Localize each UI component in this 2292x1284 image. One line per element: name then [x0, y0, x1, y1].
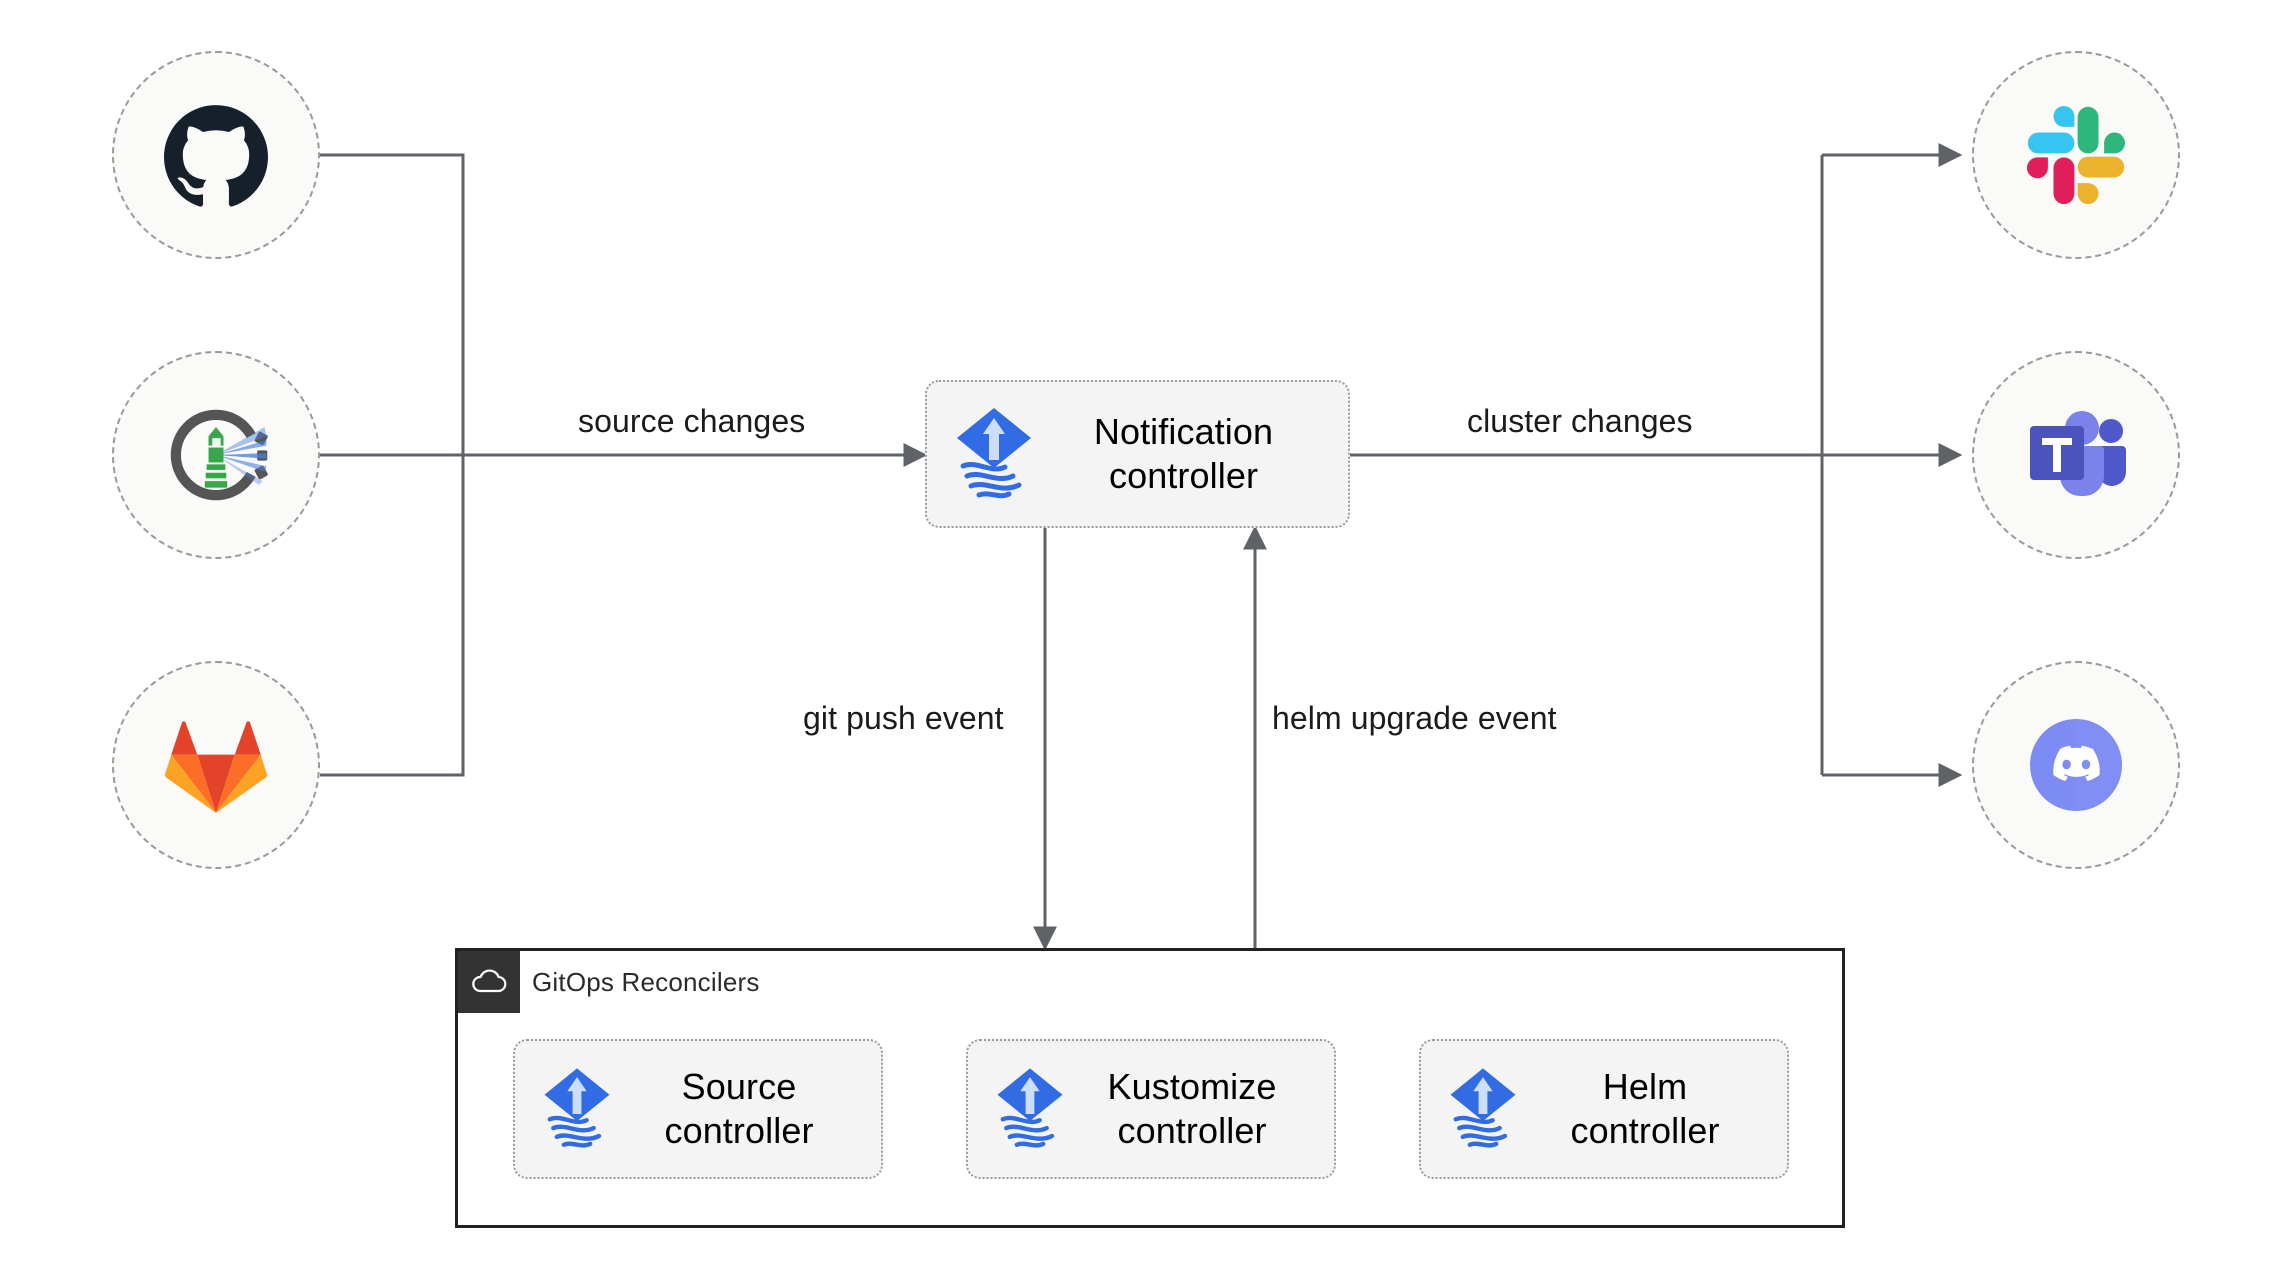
edge-label-source-changes: source changes	[578, 403, 806, 439]
edge-label-helm-upgrade-event: helm upgrade event	[1272, 700, 1557, 736]
edge-label-git-push-event: git push event	[803, 700, 1004, 736]
source-controller-label: Source controller	[664, 1066, 814, 1151]
source-node-github[interactable]	[112, 51, 320, 259]
destination-node-teams[interactable]	[1972, 351, 2180, 559]
flux-icon	[994, 1064, 1066, 1155]
flux-icon	[953, 404, 1035, 505]
notification-controller-node[interactable]: Notification controller	[925, 380, 1350, 528]
source-controller-node[interactable]: Source controller	[513, 1039, 883, 1179]
slack-icon	[2027, 106, 2125, 204]
github-icon	[164, 103, 268, 207]
destination-node-discord[interactable]	[1972, 661, 2180, 869]
flux-icon	[541, 1064, 613, 1155]
microsoft-teams-icon	[2024, 406, 2128, 504]
flux-icon	[1447, 1064, 1519, 1155]
discord-icon	[2024, 713, 2128, 817]
gitlab-icon	[164, 717, 268, 813]
helm-controller-label: Helm controller	[1570, 1066, 1720, 1151]
notification-controller-label: Notification controller	[1093, 411, 1274, 496]
gitops-reconcilers-container: GitOps Reconcilers Source controller	[455, 948, 1845, 1228]
source-node-helm[interactable]	[112, 351, 320, 559]
source-node-gitlab[interactable]	[112, 661, 320, 869]
helm-icon	[160, 399, 272, 511]
destination-node-slack[interactable]	[1972, 51, 2180, 259]
gitops-container-title: GitOps Reconcilers	[532, 967, 760, 997]
cloud-icon	[458, 951, 520, 1013]
edge-label-cluster-changes: cluster changes	[1467, 403, 1693, 439]
kustomize-controller-node[interactable]: Kustomize controller	[966, 1039, 1336, 1179]
kustomize-controller-label: Kustomize controller	[1107, 1066, 1277, 1151]
helm-controller-node[interactable]: Helm controller	[1419, 1039, 1789, 1179]
